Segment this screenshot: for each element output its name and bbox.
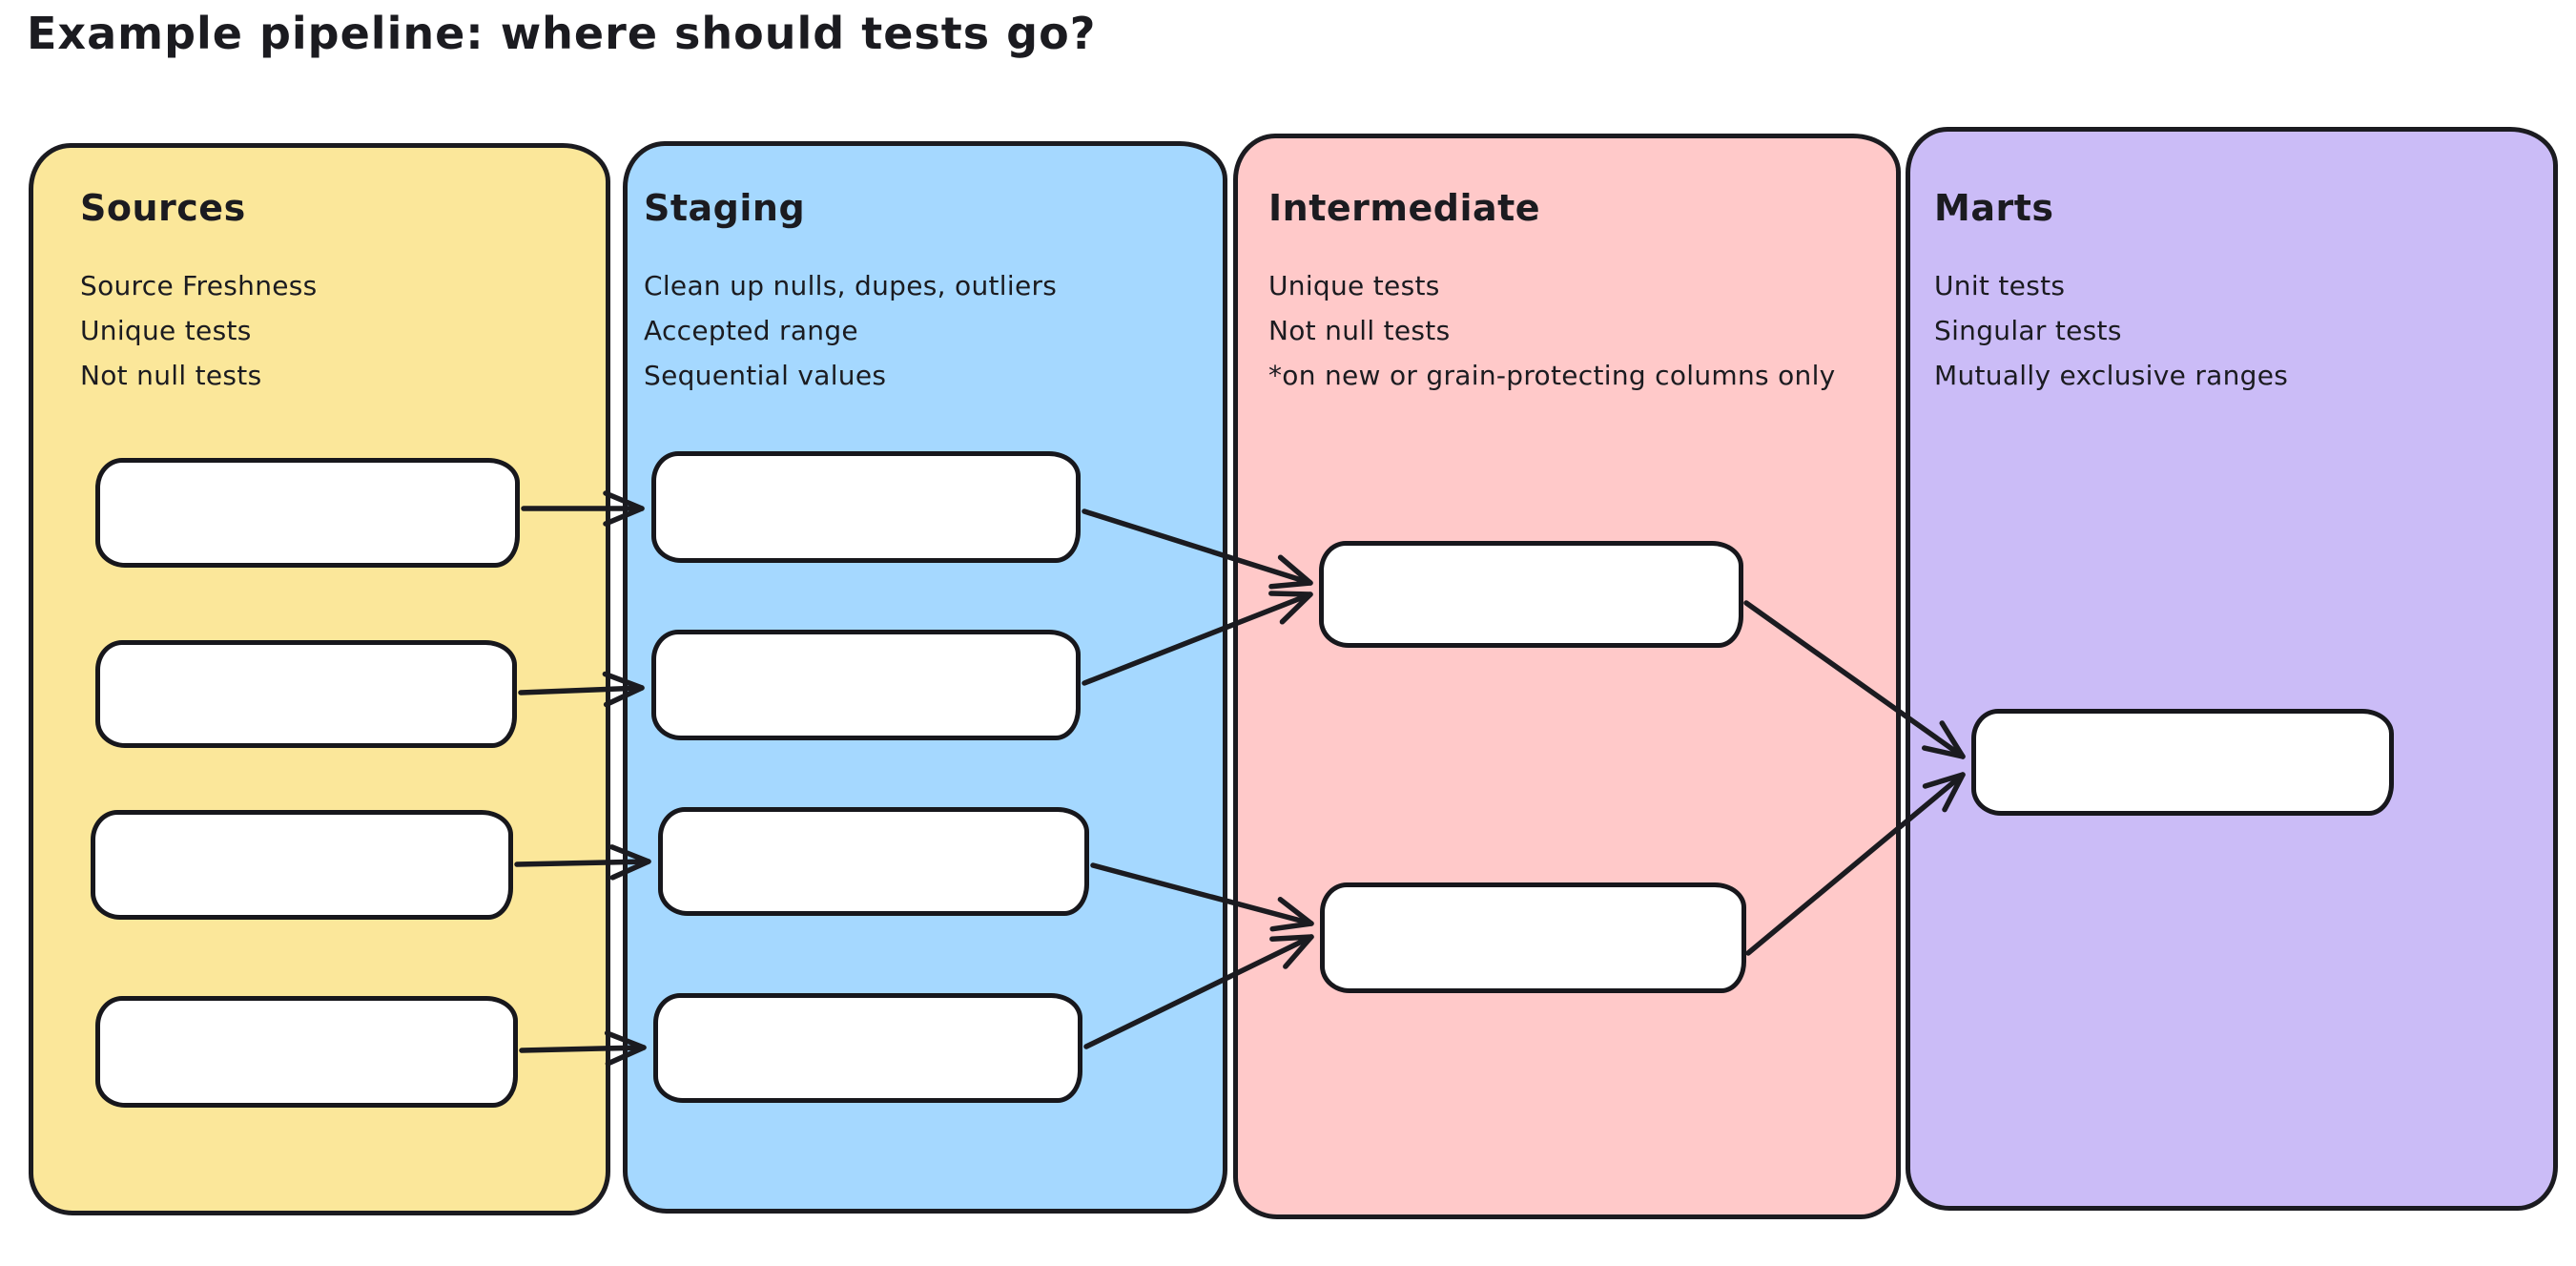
column-title: Intermediate (1268, 187, 1541, 229)
model-node-intermediate-1 (1319, 541, 1743, 648)
note-line: Singular tests (1934, 315, 2122, 346)
note-line: Mutually exclusive ranges (1934, 360, 2289, 391)
model-node-staging-1 (651, 451, 1081, 563)
model-node-source-3 (91, 810, 513, 920)
note-line: Not null tests (80, 360, 262, 391)
note-line: Unique tests (80, 315, 252, 346)
column-title: Marts (1934, 187, 2054, 229)
note-line: Sequential values (644, 360, 887, 391)
column-title: Staging (644, 187, 806, 229)
note-line: Unit tests (1934, 270, 2066, 301)
column-title: Sources (80, 187, 246, 229)
model-node-staging-2 (651, 630, 1081, 740)
column-marts: Marts Unit tests Singular tests Mutually… (1906, 127, 2558, 1211)
note-line: *on new or grain-protecting columns only (1268, 360, 1836, 391)
model-node-source-4 (95, 996, 518, 1108)
model-node-source-1 (95, 458, 520, 568)
model-node-staging-3 (658, 807, 1089, 916)
model-node-marts-1 (1971, 709, 2394, 816)
model-node-staging-4 (653, 993, 1082, 1103)
note-line: Not null tests (1268, 315, 1451, 346)
model-node-source-2 (95, 640, 517, 748)
note-line: Source Freshness (80, 270, 318, 301)
note-line: Unique tests (1268, 270, 1440, 301)
note-line: Accepted range (644, 315, 858, 346)
page-title: Example pipeline: where should tests go? (27, 8, 1097, 59)
note-line: Clean up nulls, dupes, outliers (644, 270, 1058, 301)
model-node-intermediate-2 (1320, 882, 1746, 993)
column-intermediate: Intermediate Unique tests Not null tests… (1233, 134, 1901, 1219)
